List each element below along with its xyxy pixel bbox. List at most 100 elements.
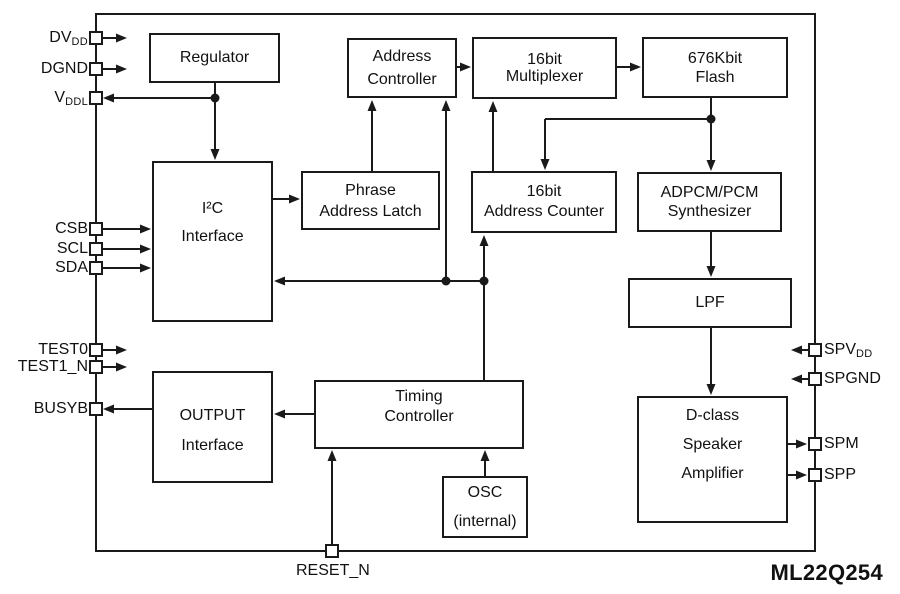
block-lpf: LPF [628, 278, 792, 328]
wire-dclass-to-spp [788, 470, 807, 480]
wire-output-to-busyb [103, 404, 152, 414]
arrow-left-icon [103, 404, 114, 414]
arrow-right-icon [116, 362, 127, 372]
wire-dclass-to-spm [788, 439, 807, 449]
wire-test0-in [102, 345, 127, 355]
pin-label-dvdd: DVDD [49, 29, 88, 48]
arrow-up-icon [480, 450, 490, 461]
arrow-left-icon [274, 276, 285, 286]
pin-label-vddl: VDDL [54, 89, 88, 108]
wire-address-counter-to-multiplexer [488, 101, 498, 171]
wire-timing-feedback-bus [274, 100, 489, 380]
arrow-up-icon [479, 235, 489, 246]
wire-timing-to-output [274, 409, 314, 419]
arrow-right-icon [116, 33, 127, 43]
junction-dot [706, 114, 716, 124]
pin-label-busyb: BUSYB [33, 400, 88, 417]
arrow-right-icon [140, 224, 151, 234]
arrow-left-icon [791, 374, 802, 384]
wire-multiplexer-to-flash [617, 62, 641, 72]
wire-i2c-to-phrase-latch [273, 194, 300, 204]
wire-lpf-to-dclass [706, 328, 716, 395]
block-timing-controller: Timing Controller [314, 380, 524, 449]
pin-square-scl [89, 242, 103, 256]
pin-label-test0: TEST0 [38, 341, 88, 358]
arrow-left-icon [274, 409, 285, 419]
wire-dgnd-in [102, 64, 127, 74]
wire-osc-to-timing [480, 450, 490, 476]
block-output-interface: OUTPUT Interface [152, 371, 273, 483]
wire-flash-branch [540, 98, 716, 171]
arrow-left-icon [103, 93, 114, 103]
arrow-down-icon [706, 266, 716, 277]
junction-dot [479, 276, 489, 286]
block-i2c-interface: I²C Interface [152, 161, 273, 322]
pin-square-spgnd [808, 372, 822, 386]
block-address-controller: Address Controller [347, 38, 457, 98]
wire-address-controller-to-multiplexer [457, 62, 471, 72]
chip-name: ML22Q254 [770, 560, 883, 585]
arrow-left-icon [791, 345, 802, 355]
wire-phrase-latch-to-address-controller [367, 100, 377, 171]
pin-square-busyb [89, 402, 103, 416]
arrow-down-icon [706, 160, 716, 171]
arrow-right-icon [796, 439, 807, 449]
arrow-down-icon [706, 384, 716, 395]
pin-square-vddl [89, 91, 103, 105]
junction-dot [441, 276, 451, 286]
chip-boundary [95, 13, 816, 552]
block-676kbit-flash: 676Kbit Flash [642, 37, 788, 98]
wire-scl-in [102, 244, 151, 254]
block-dclass-speaker-amplifier: D-class Speaker Amplifier [637, 396, 788, 523]
pin-square-test1n [89, 360, 103, 374]
pin-label-spvdd: SPVDD [824, 341, 873, 360]
pin-square-spvdd [808, 343, 822, 357]
arrow-right-icon [460, 62, 471, 72]
block-regulator: Regulator [149, 33, 280, 83]
pin-label-test1n: TEST1_N [17, 358, 88, 375]
pin-square-spp [808, 468, 822, 482]
wire-csb-in [102, 224, 151, 234]
wire-sda-in [102, 263, 151, 273]
arrow-right-icon [140, 244, 151, 254]
wire-synthesizer-to-lpf [706, 232, 716, 277]
pin-square-spm [808, 437, 822, 451]
block-16bit-address-counter: 16bit Address Counter [471, 171, 617, 233]
pin-label-scl: SCL [56, 240, 88, 257]
pin-square-dgnd [89, 62, 103, 76]
arrow-up-icon [367, 100, 377, 111]
pin-label-resetn: RESET_N [296, 562, 370, 579]
pin-label-sda: SDA [55, 259, 88, 276]
block-phrase-address-latch: Phrase Address Latch [301, 171, 440, 230]
pin-square-csb [89, 222, 103, 236]
arrow-down-icon [210, 149, 220, 160]
pin-square-test0 [89, 343, 103, 357]
block-16bit-multiplexer: 16bit Multiplexer [472, 37, 617, 99]
wire-spvdd-in [791, 345, 809, 355]
wire-test1n-in [102, 362, 127, 372]
arrow-right-icon [116, 345, 127, 355]
arrow-right-icon [116, 64, 127, 74]
pin-square-sda [89, 261, 103, 275]
block-adpcm-pcm-synthesizer: ADPCM/PCM Synthesizer [637, 172, 782, 232]
wire-regulator-to-i2c [210, 82, 220, 160]
wire-vddl-out [103, 93, 215, 103]
pin-label-dgnd: DGND [40, 60, 88, 77]
wire-spgnd-in [791, 374, 809, 384]
pin-label-csb: CSB [55, 220, 88, 237]
arrow-right-icon [796, 470, 807, 480]
arrow-up-icon [327, 450, 337, 461]
wire-resetn-to-timing [327, 450, 337, 545]
junction-dot [210, 93, 220, 103]
pin-label-spgnd: SPGND [824, 370, 881, 387]
arrow-right-icon [140, 263, 151, 273]
arrow-right-icon [630, 62, 641, 72]
pin-label-spm: SPM [824, 435, 859, 452]
arrow-up-icon [488, 101, 498, 112]
arrow-up-icon [441, 100, 451, 111]
wire-dvdd-in [102, 33, 127, 43]
pin-square-dvdd [89, 31, 103, 45]
block-osc-internal: OSC (internal) [442, 476, 528, 538]
